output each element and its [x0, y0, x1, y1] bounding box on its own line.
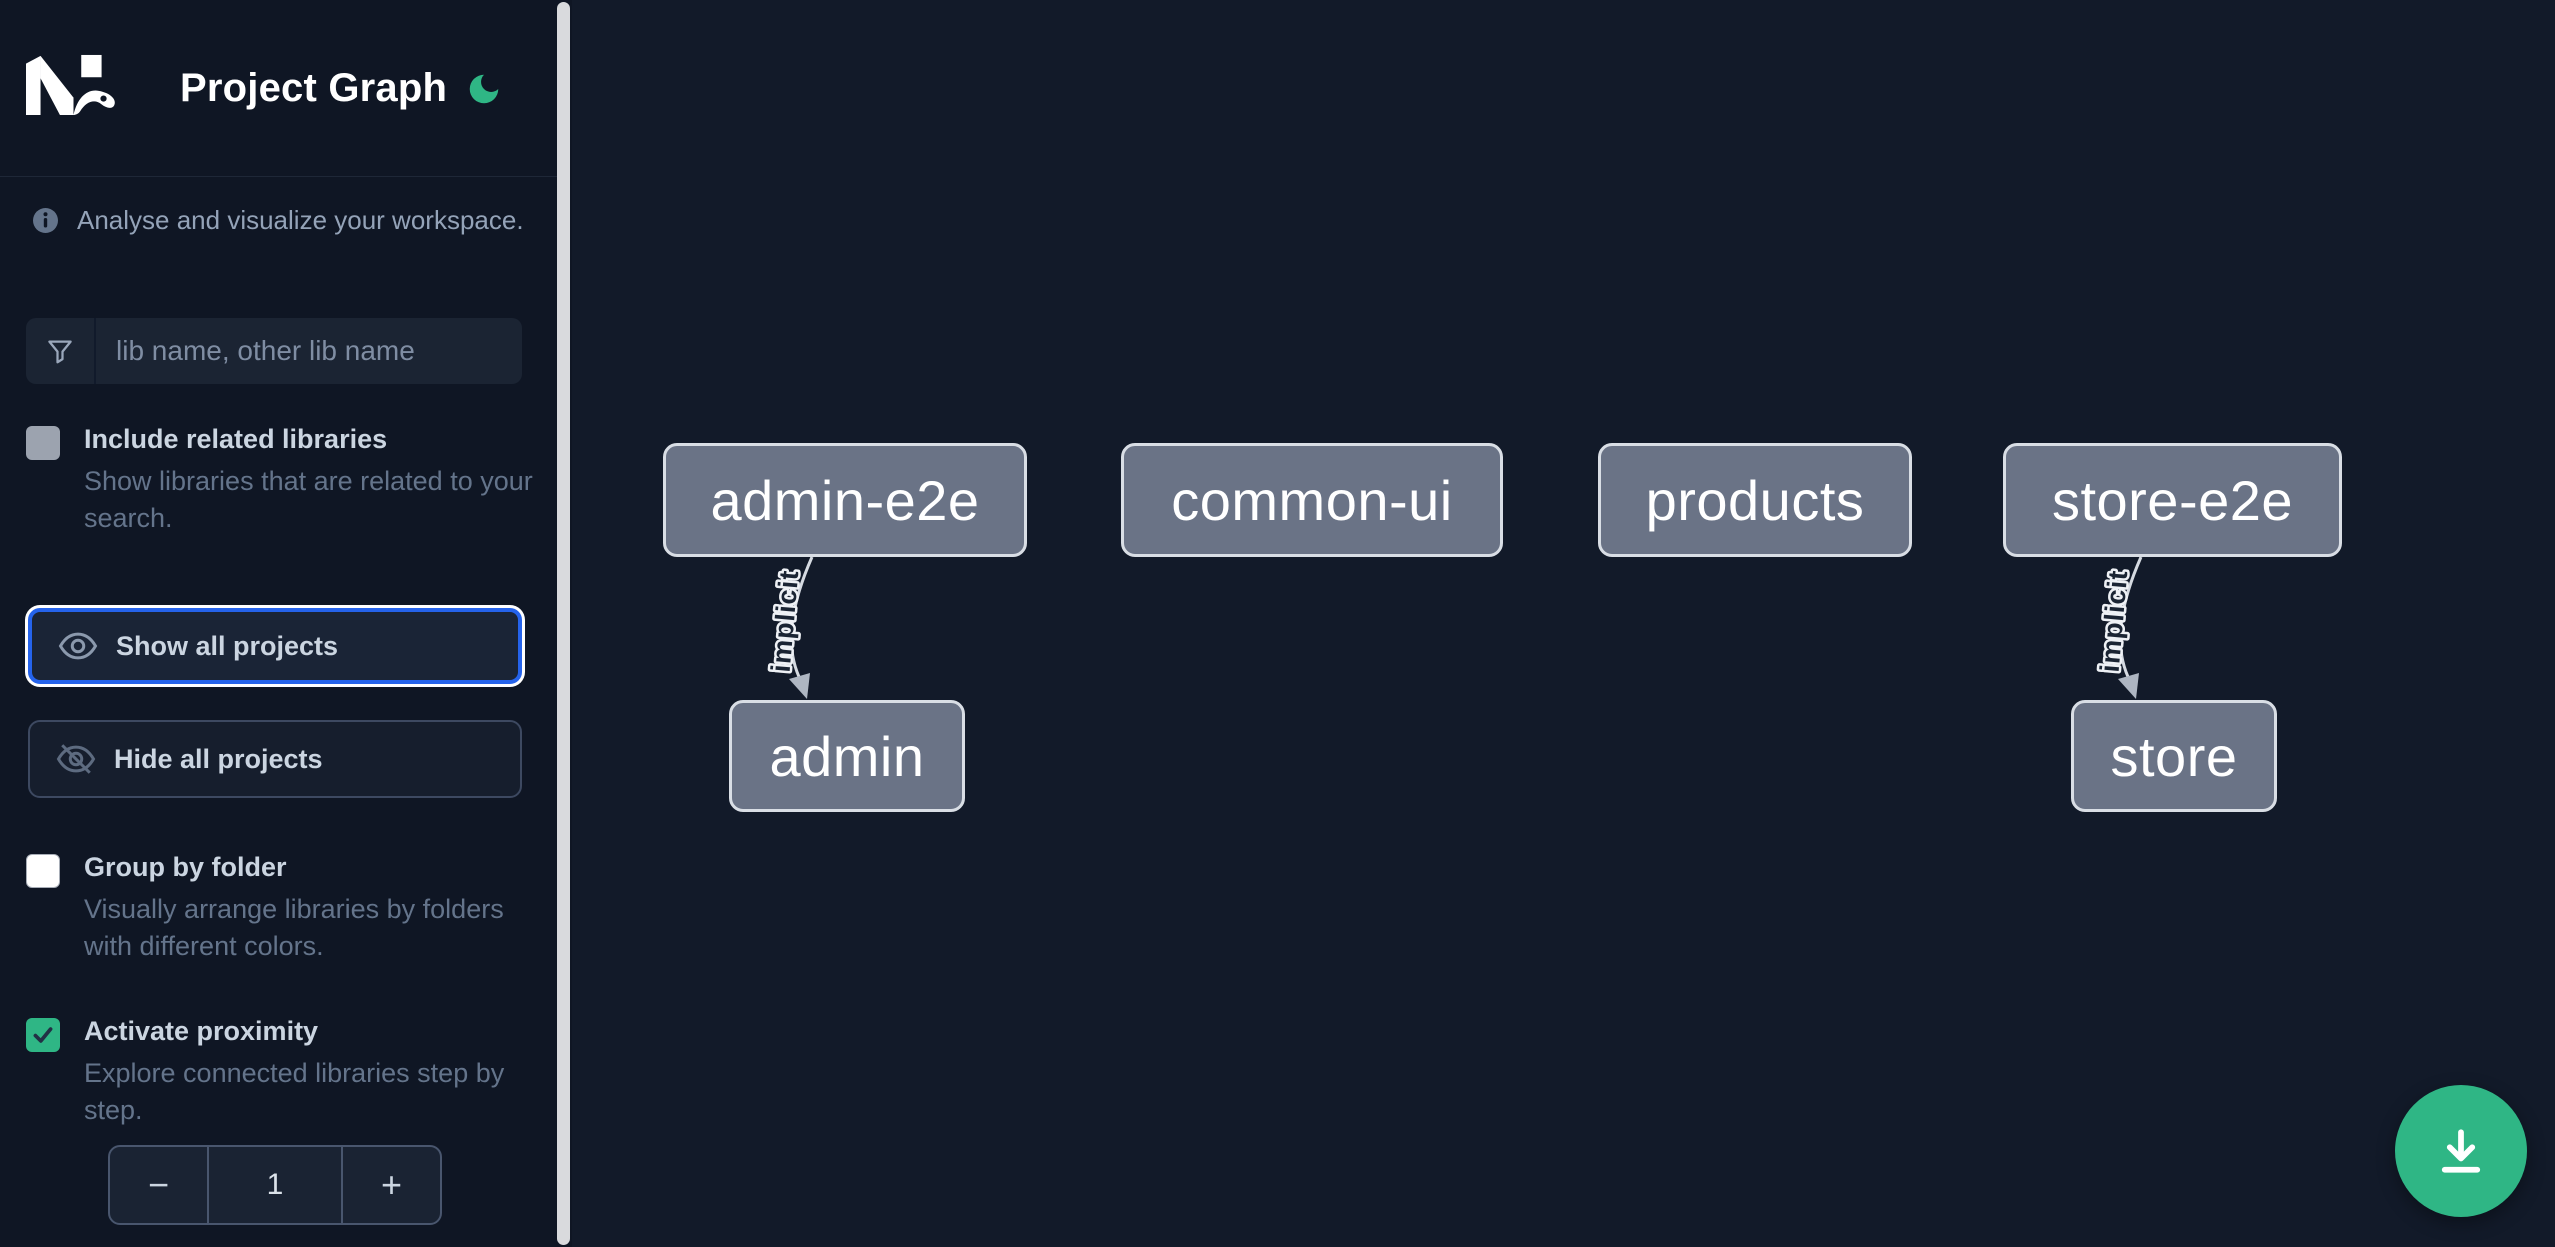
page-title: Project Graph	[180, 66, 448, 110]
graph-node-common-ui[interactable]: common-ui	[1121, 443, 1503, 557]
toggle-label: Group by folder	[84, 852, 287, 882]
proximity-stepper: − 1 +	[108, 1145, 442, 1225]
theme-toggle-button[interactable]	[464, 70, 504, 110]
info-text: Analyse and visualize your workspace.	[77, 205, 524, 235]
search-box	[26, 318, 522, 384]
project-graph-canvas[interactable]: implicit implicit admin-e2e common-ui pr…	[572, 0, 2555, 1247]
toggle-description: Explore connected libraries step by step…	[84, 1058, 505, 1125]
sidebar: Project Graph Analyse and visualize your…	[0, 0, 572, 1247]
toggle-activate-proximity: Activate proximity Explore connected lib…	[26, 1016, 526, 1129]
sidebar-scrollbar[interactable]	[557, 2, 570, 1245]
hide-all-projects-label: Hide all projects	[114, 743, 323, 774]
arrowhead-icon	[2118, 673, 2139, 699]
toggle-description: Show libraries that are related to your …	[84, 466, 533, 533]
hide-all-projects-button[interactable]: Hide all projects	[28, 720, 522, 798]
toggle-label: Activate proximity	[84, 1016, 319, 1046]
edges-layer: implicit implicit	[763, 556, 2143, 699]
graph-node-store[interactable]: store	[2071, 700, 2277, 812]
edge-label-implicit: implicit	[2095, 569, 2134, 674]
edge-label-implicit: implicit	[766, 569, 805, 674]
proximity-depth-value: 1	[207, 1147, 343, 1223]
decrement-button[interactable]: −	[110, 1147, 207, 1223]
edge-admin-e2e-admin	[789, 556, 814, 682]
download-image-button[interactable]	[2395, 1085, 2527, 1217]
edge-store-e2e-store	[2118, 556, 2143, 682]
info-icon	[33, 208, 58, 233]
toggle-description: Visually arrange libraries by folders wi…	[84, 894, 504, 961]
eye-off-icon	[56, 744, 96, 774]
toggle-include-related: Include related libraries Show libraries…	[26, 424, 533, 537]
include-related-checkbox[interactable]	[26, 426, 60, 460]
group-by-folder-checkbox[interactable]	[26, 854, 60, 888]
search-input[interactable]	[96, 318, 522, 384]
divider	[0, 176, 557, 177]
toggle-group-by-folder: Group by folder Visually arrange librari…	[26, 852, 526, 965]
moon-icon	[469, 74, 499, 104]
workspace-info: Analyse and visualize your workspace.	[32, 205, 524, 236]
arrowhead-icon	[789, 673, 810, 699]
graph-node-products[interactable]: products	[1598, 443, 1912, 557]
increment-button[interactable]: +	[343, 1147, 440, 1223]
nx-logo	[26, 54, 115, 116]
activate-proximity-checkbox[interactable]	[26, 1018, 60, 1052]
graph-node-admin[interactable]: admin	[729, 700, 965, 812]
toggle-label: Include related libraries	[84, 424, 388, 454]
filter-funnel-icon	[26, 318, 96, 384]
show-all-projects-button[interactable]: Show all projects	[28, 608, 522, 684]
eye-icon	[58, 632, 98, 660]
download-icon	[2441, 1129, 2481, 1173]
check-icon	[33, 1027, 53, 1043]
graph-node-store-e2e[interactable]: store-e2e	[2003, 443, 2342, 557]
graph-node-admin-e2e[interactable]: admin-e2e	[663, 443, 1027, 557]
show-all-projects-label: Show all projects	[116, 630, 339, 661]
